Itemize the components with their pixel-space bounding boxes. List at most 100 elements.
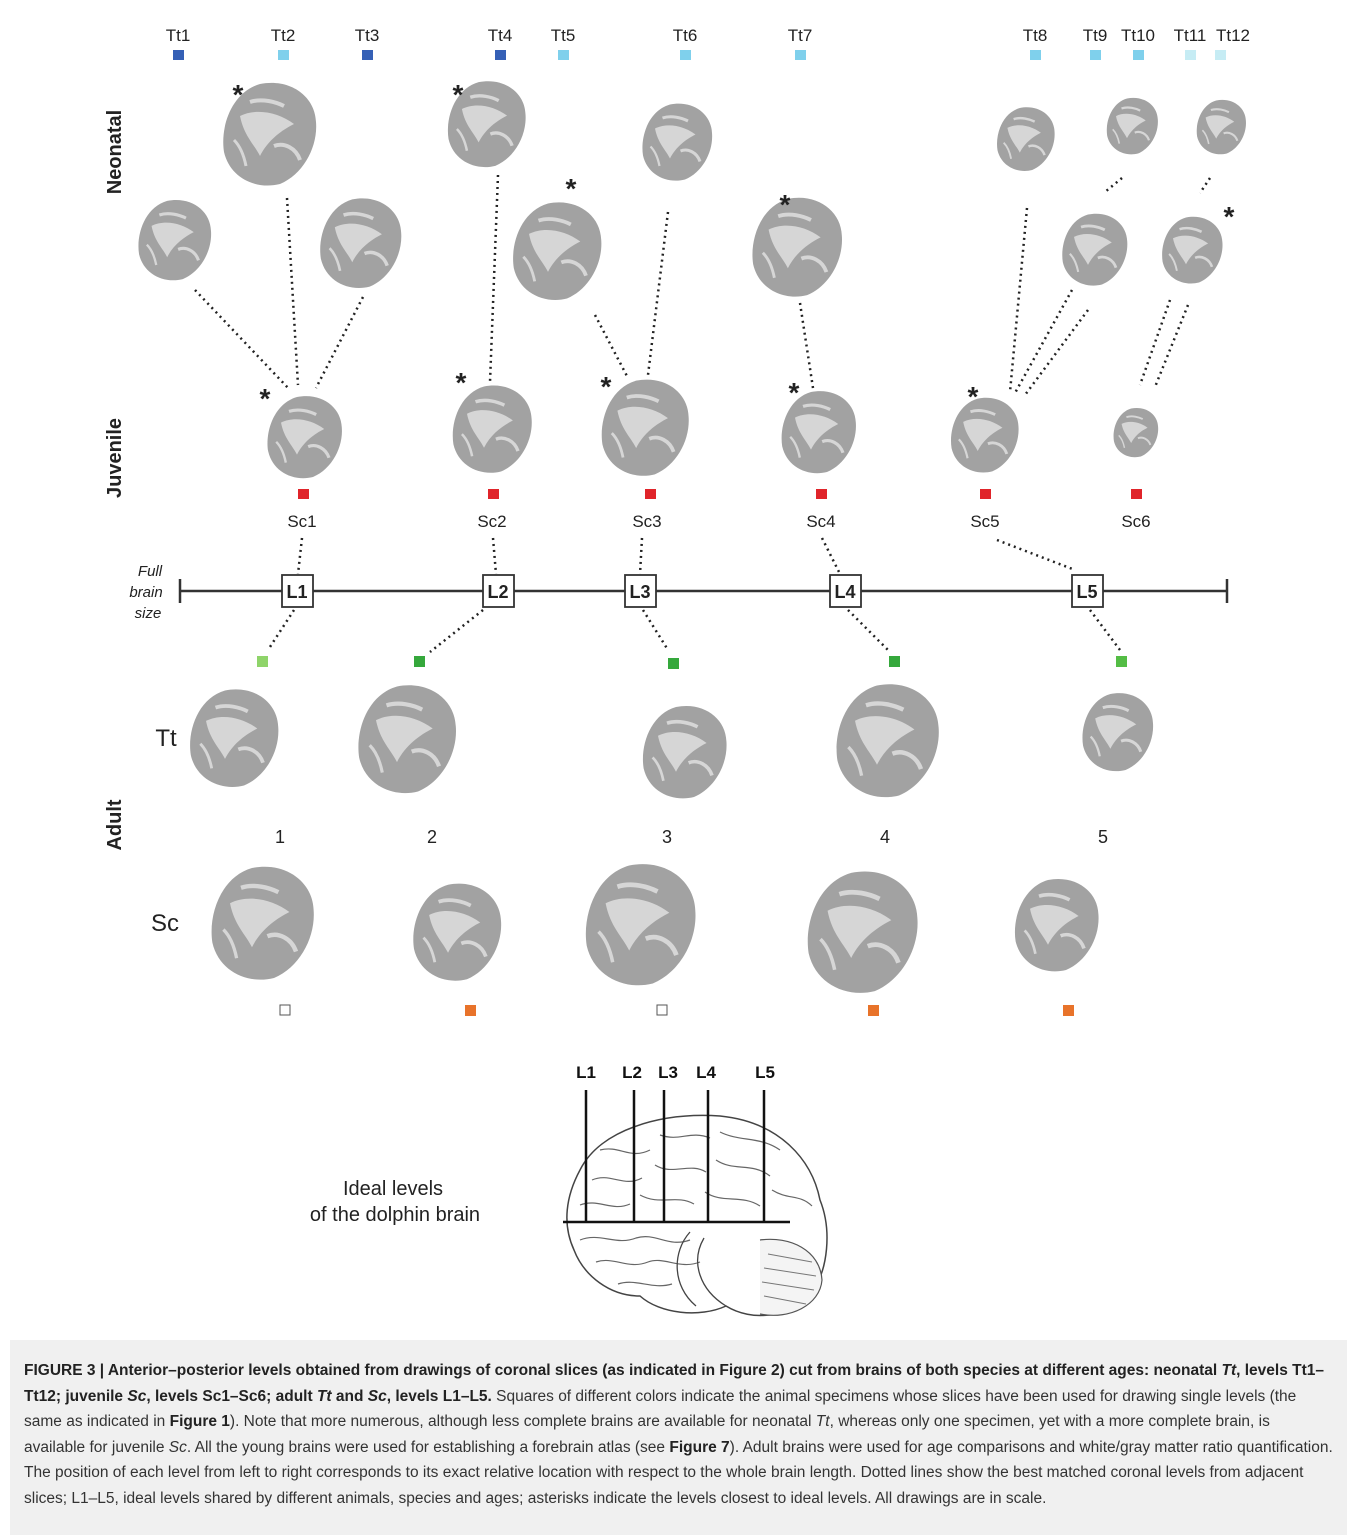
axis-label-line-3: size bbox=[135, 605, 162, 622]
caption-species-sc: Sc bbox=[169, 1439, 187, 1456]
level-l3-label: L3 bbox=[629, 582, 650, 602]
level-sc1-label: Sc1 bbox=[287, 512, 316, 531]
adult-level-number-2: 2 bbox=[427, 827, 437, 847]
level-tt10-label: Tt10 bbox=[1121, 26, 1155, 45]
asterisk-marker: * bbox=[780, 189, 791, 220]
specimen-square-adult-tt-1 bbox=[257, 656, 268, 667]
level-tt7-label: Tt7 bbox=[788, 26, 813, 45]
match-line bbox=[643, 610, 668, 650]
ideal-level-l1-label: L1 bbox=[576, 1063, 596, 1082]
slice-drawing-adult-sc-3 bbox=[586, 864, 696, 985]
specimen-square-sc4 bbox=[816, 489, 827, 499]
level-l5-label: L5 bbox=[1076, 582, 1097, 602]
slice-drawing-tt10 bbox=[1062, 214, 1127, 286]
ideal-level-l2-label: L2 bbox=[622, 1063, 642, 1082]
adult-sc-label: Sc bbox=[151, 910, 179, 937]
specimen-square-sc5 bbox=[980, 489, 991, 499]
asterisk-marker: * bbox=[233, 79, 244, 110]
level-tt2-label: Tt2 bbox=[271, 26, 296, 45]
figure-1-link[interactable]: Figure 1 bbox=[170, 1413, 230, 1430]
slice-drawing-tt9 bbox=[1107, 98, 1158, 154]
level-tt8-label: Tt8 bbox=[1023, 26, 1048, 45]
specimen-square-adult-tt-3 bbox=[668, 658, 679, 669]
figure-caption: FIGURE 3 | Anterior–posterior levels obt… bbox=[10, 1340, 1347, 1535]
level-sc4-label: Sc4 bbox=[806, 512, 835, 531]
match-line bbox=[800, 303, 813, 388]
slice-drawing-tt1 bbox=[138, 200, 211, 280]
match-line bbox=[848, 610, 890, 652]
slice-drawing-sc5 bbox=[951, 398, 1019, 473]
specimen-square-tt4 bbox=[495, 50, 506, 60]
specimen-square-tt6 bbox=[680, 50, 691, 60]
ideal-levels-label-line-2: of the dolphin brain bbox=[310, 1204, 480, 1226]
adult-level-number-1: 1 bbox=[275, 827, 285, 847]
figure-7-link[interactable]: Figure 7 bbox=[669, 1439, 729, 1456]
specimen-square-tt9 bbox=[1090, 50, 1101, 60]
slice-drawing-adult-tt-2 bbox=[358, 685, 456, 793]
specimen-square-adult-sc-4 bbox=[868, 1005, 879, 1016]
match-line bbox=[1200, 178, 1210, 193]
asterisk-marker: * bbox=[456, 367, 467, 398]
specimen-square-tt12 bbox=[1215, 50, 1226, 60]
match-line bbox=[1025, 310, 1088, 395]
specimen-square-adult-sc-1 bbox=[280, 1005, 290, 1015]
specimen-square-adult-tt-4 bbox=[889, 656, 900, 667]
match-line bbox=[298, 538, 302, 574]
slice-drawing-tt12 bbox=[1162, 217, 1222, 284]
slice-drawing-adult-tt-1 bbox=[190, 689, 278, 787]
specimen-square-adult-sc-3 bbox=[657, 1005, 667, 1015]
row-label-adult: Adult bbox=[104, 799, 126, 850]
match-line bbox=[1155, 305, 1188, 387]
level-sc6-label: Sc6 bbox=[1121, 512, 1150, 531]
match-line bbox=[287, 198, 298, 385]
specimen-square-tt5 bbox=[558, 50, 569, 60]
slice-drawing-sc6 bbox=[1114, 408, 1159, 457]
level-tt1-label: Tt1 bbox=[166, 26, 191, 45]
specimen-square-sc3 bbox=[645, 489, 656, 499]
axis-label-line-2: brain bbox=[129, 584, 162, 601]
adult-level-number-4: 4 bbox=[880, 827, 890, 847]
level-tt3-label: Tt3 bbox=[355, 26, 380, 45]
level-tt4-label: Tt4 bbox=[488, 26, 513, 45]
match-line bbox=[1090, 610, 1120, 650]
caption-lead-part: , levels L1–L5. bbox=[387, 1388, 492, 1405]
slice-drawing-adult-sc-2 bbox=[413, 884, 501, 981]
level-l1-label: L1 bbox=[286, 582, 307, 602]
level-sc2-label: Sc2 bbox=[477, 512, 506, 531]
match-line bbox=[1105, 178, 1122, 192]
ideal-levels-label-line-1: Ideal levels bbox=[343, 1178, 443, 1200]
slice-drawing-adult-tt-4 bbox=[837, 684, 939, 797]
specimen-square-tt10 bbox=[1133, 50, 1144, 60]
match-line bbox=[595, 315, 628, 378]
slice-drawing-tt8 bbox=[997, 107, 1055, 171]
caption-species-tt: Tt bbox=[816, 1413, 830, 1430]
ideal-level-l5-label: L5 bbox=[755, 1063, 775, 1082]
caption-lead-part: FIGURE 3 | Anterior–posterior levels obt… bbox=[24, 1362, 1222, 1379]
specimen-square-sc1 bbox=[298, 489, 309, 499]
asterisk-marker: * bbox=[601, 371, 612, 402]
level-tt6-label: Tt6 bbox=[673, 26, 698, 45]
ideal-level-l4-label: L4 bbox=[696, 1063, 716, 1082]
specimen-square-tt11 bbox=[1185, 50, 1196, 60]
specimen-square-tt2 bbox=[278, 50, 289, 60]
slice-drawing-tt7 bbox=[752, 198, 842, 297]
match-line bbox=[648, 212, 668, 375]
specimen-square-tt3 bbox=[362, 50, 373, 60]
match-line bbox=[490, 175, 498, 382]
level-sc5-label: Sc5 bbox=[970, 512, 999, 531]
dolphin-brain-illustration bbox=[567, 1115, 827, 1315]
axis-label-line-1: Full bbox=[138, 563, 163, 580]
level-l2-label: L2 bbox=[487, 582, 508, 602]
row-label-juvenile: Juvenile bbox=[104, 418, 126, 498]
caption-body-part: ). Note that more numerous, although les… bbox=[230, 1413, 816, 1430]
caption-species-sc: Sc bbox=[127, 1388, 146, 1405]
slice-drawing-sc2 bbox=[453, 386, 532, 473]
level-tt12-label: Tt12 bbox=[1216, 26, 1250, 45]
slice-drawing-adult-tt-5 bbox=[1082, 693, 1153, 771]
specimen-square-adult-sc-5 bbox=[1063, 1005, 1074, 1016]
caption-body-part: . All the young brains were used for est… bbox=[187, 1439, 670, 1456]
caption-lead-part: and bbox=[332, 1388, 368, 1405]
asterisk-marker: * bbox=[1224, 201, 1235, 232]
asterisk-marker: * bbox=[968, 381, 979, 412]
level-tt5-label: Tt5 bbox=[551, 26, 576, 45]
